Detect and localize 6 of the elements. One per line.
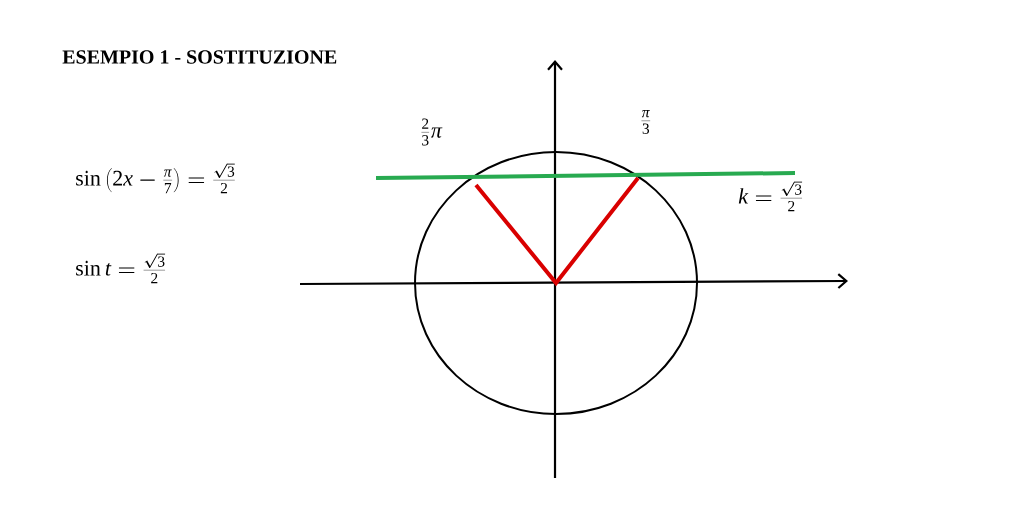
formula: $\frac{2}{3}\pi$: [421, 118, 443, 146]
formula: $\sin\left(2x-\frac{\pi}{7}\right)=\frac{\sqrt{3}}{2}$: [76, 163, 235, 194]
title: ESEMPIO 1 - SOSTITUZIONE: [62, 50, 337, 64]
formula: $\frac{\pi}{3}$: [641, 110, 651, 134]
formula: $\sin t=\frac{\sqrt{3}}{2}$: [76, 253, 166, 284]
formula: $k=\frac{\sqrt{3}}{2}$: [738, 181, 803, 212]
